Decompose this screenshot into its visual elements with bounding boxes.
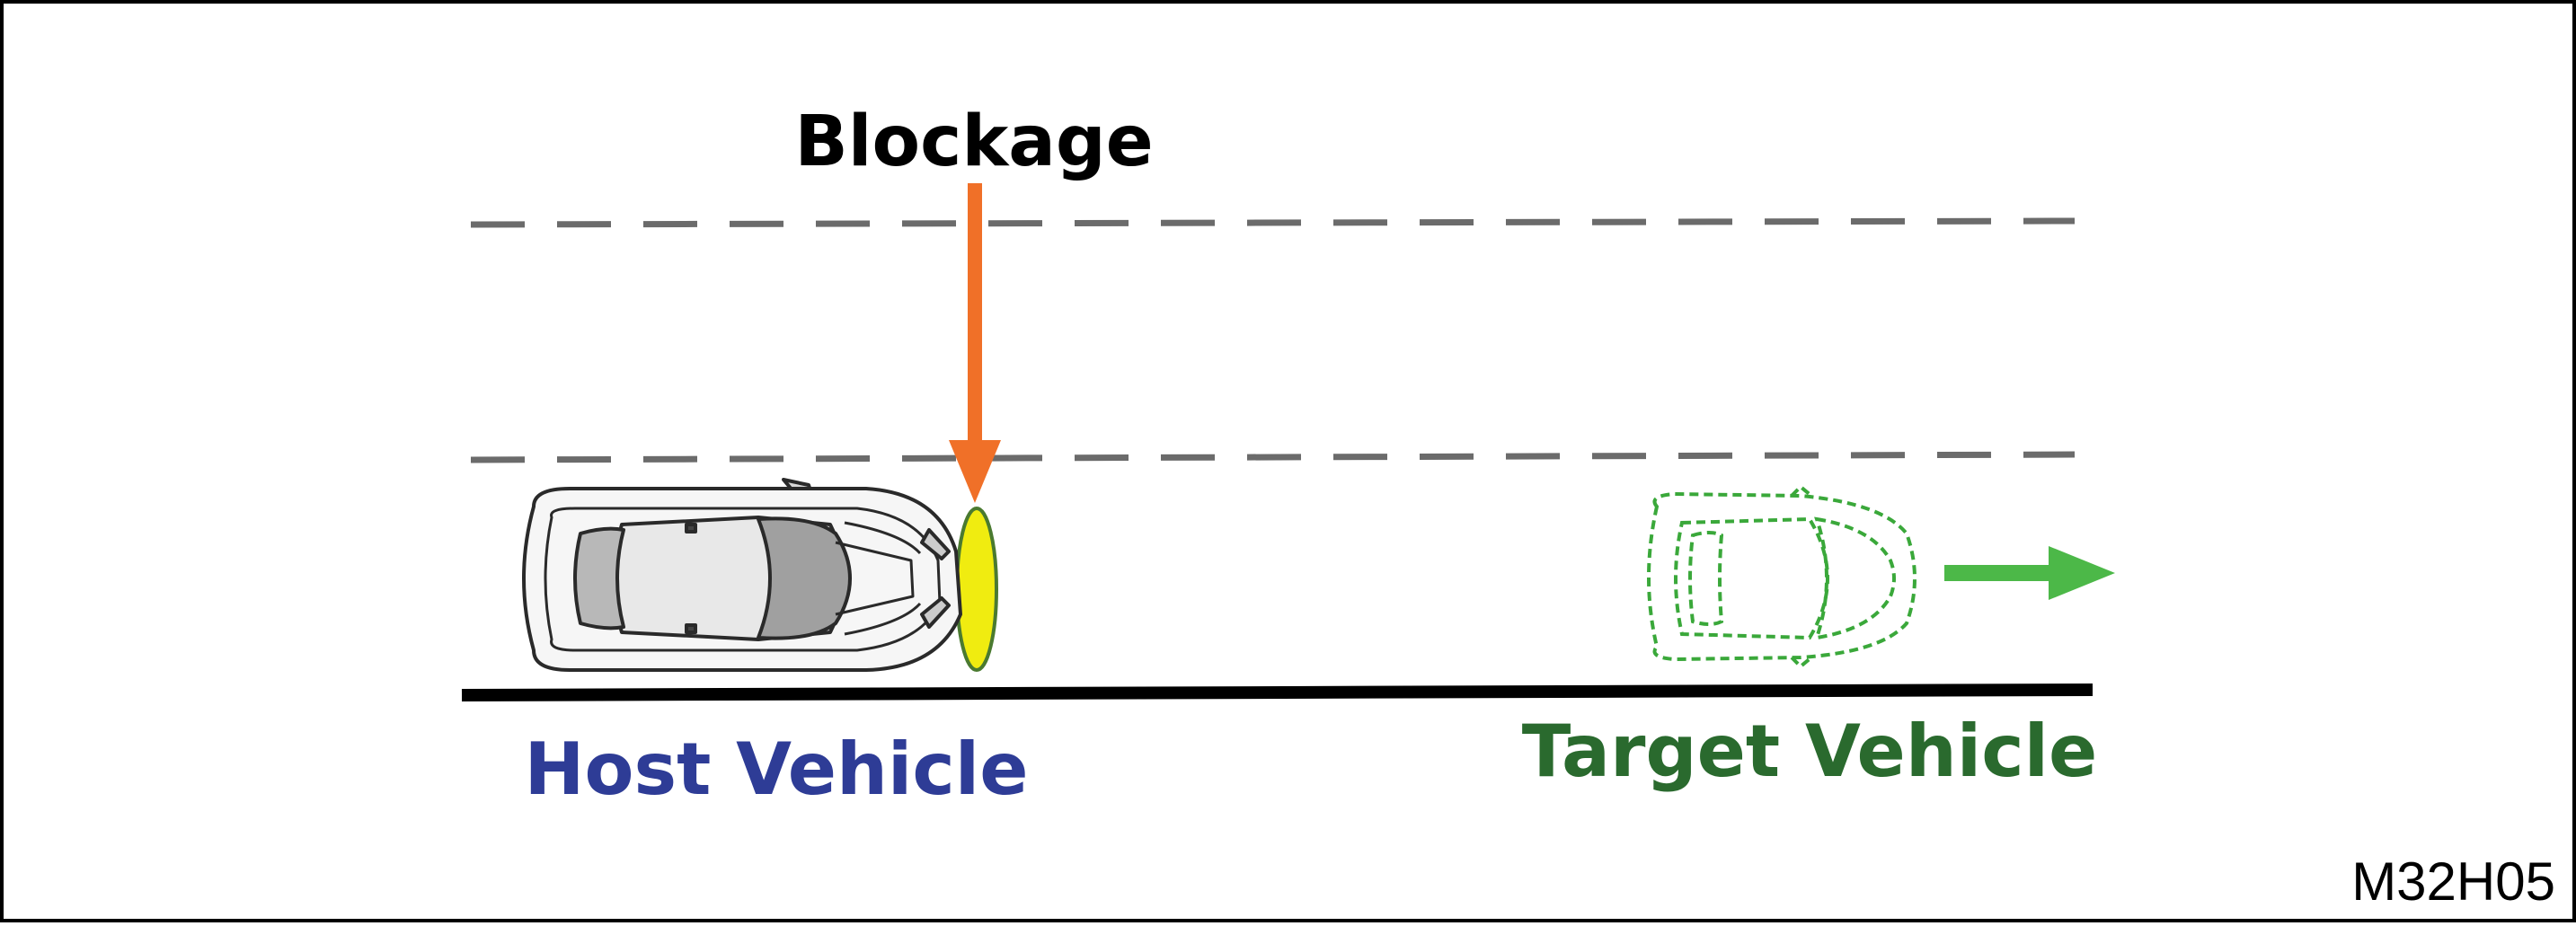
host-vehicle-car-icon: [522, 478, 962, 672]
road-edge-line: [461, 683, 2094, 701]
blockage-label: Blockage: [794, 101, 1153, 182]
lane-line-lower: [470, 451, 2076, 463]
target-vehicle-car-outline-icon: [1647, 484, 1917, 669]
target-vehicle-label: Target Vehicle: [1522, 710, 2098, 793]
motion-arrow-right-icon: [1944, 546, 2115, 600]
figure-code: M32H05: [2351, 851, 2555, 912]
blockage-marker: [955, 507, 998, 672]
host-vehicle-label: Host Vehicle: [525, 728, 1029, 811]
blockage-arrow-icon: [949, 183, 1001, 503]
lane-line-upper: [470, 217, 2076, 228]
blockage-diagram: Blockage: [461, 101, 2555, 912]
